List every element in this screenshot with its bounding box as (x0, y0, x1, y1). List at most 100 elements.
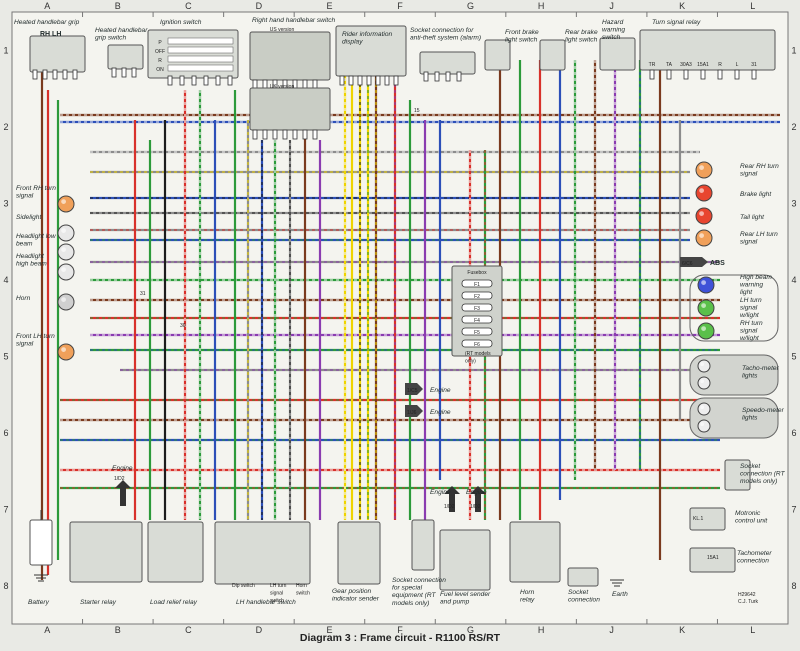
front-lh-turn-lamp-shine (61, 347, 66, 352)
grid-row-left: 8 (3, 581, 8, 591)
grid-row-right: 1 (791, 45, 796, 55)
grid-col-top: G (467, 1, 474, 11)
headlight-high-lamp (57, 263, 75, 281)
engine-arrow-g7a (444, 486, 460, 512)
rear-lh-turn-lamp-shine (699, 233, 704, 239)
rider-display-terminal (375, 75, 381, 86)
turn-relay-terminal (666, 69, 672, 80)
lh-turn-warn-lamp (697, 299, 715, 317)
rider-display-terminal (357, 75, 363, 86)
label-left-lamp-4: Horn (16, 295, 31, 302)
lamps (57, 161, 779, 439)
grid-col-bottom: G (467, 625, 474, 635)
brake-lamp-shine (699, 188, 704, 194)
tacho-light-1-shine (700, 362, 704, 367)
heated-grip-switch-terminal (131, 67, 137, 78)
socket-alarm-terminal (434, 71, 440, 82)
headlight-low-lamp-shine (61, 247, 66, 253)
horn-lamp (57, 293, 75, 311)
rh-switch-uk-box (249, 87, 331, 131)
motronic-box (689, 507, 726, 531)
grid-col-bottom: E (326, 625, 332, 635)
lh-turn-warn-lamp-shine (701, 303, 706, 308)
socket-rt-box (724, 459, 751, 491)
socket-alarm-terminal (445, 71, 451, 82)
front-lh-turn-lamp (57, 343, 75, 361)
fuse-label-F4: F4 (474, 318, 480, 324)
engine-ref-1/J6: 1/J6 (407, 410, 417, 416)
heated-grip-terminal (32, 69, 38, 80)
grid-row-left: 6 (3, 428, 8, 438)
label-load-relief: Load relief relay (150, 599, 198, 606)
grid-col-bottom: F (397, 625, 403, 635)
label-rh-us: US version (270, 27, 295, 33)
label-fusebox: Fusebox (467, 270, 487, 276)
lh-switch-box (214, 521, 311, 585)
heated-grip-switch-box (107, 44, 144, 70)
turn-relay-pin-label: TR (649, 62, 656, 68)
fuse-label-F2: F2 (474, 294, 480, 300)
label-engine-ref-g7a: 1/D2 (444, 504, 455, 510)
tacho-lights-panel (689, 354, 779, 396)
rider-display-terminal (348, 75, 354, 86)
label-node-31: 31 (140, 291, 146, 297)
fuse-label-F6: F6 (474, 342, 480, 348)
grid-col-top: J (609, 1, 614, 11)
ignition-position-bar (167, 37, 234, 45)
tacho-light-1 (697, 359, 711, 373)
ignition-position-bar (167, 46, 234, 54)
turn-relay-pin-label: TA (666, 62, 673, 68)
grid-row-right: 7 (791, 504, 796, 514)
ignition-switch-terminal (167, 75, 173, 86)
label-lh-switch: LH handlebar switch (236, 599, 296, 606)
turn-relay-terminal (700, 69, 706, 80)
brake-lamp (695, 184, 713, 202)
rh-switch-uk-terminal (312, 129, 318, 140)
label-node-15: 15 (414, 108, 420, 114)
fuse-label-F3: F3 (474, 306, 480, 312)
grid-col-bottom: C (185, 625, 192, 635)
sidelight-lamp-shine (61, 228, 66, 234)
label-engine-b7: Engine (112, 465, 133, 472)
label-rh-switch: Right hand handlebar switch (252, 17, 336, 24)
engine-ref-1/C5: 1/C5 (407, 388, 418, 394)
speedo-light-2-shine (700, 422, 704, 427)
rh-switch-uk-terminal (282, 129, 288, 140)
ignition-position-bar (167, 55, 234, 63)
grid-row-right: 8 (791, 581, 796, 591)
turn-relay-terminal (734, 69, 740, 80)
label-left-lamp-1: Sidelight (16, 214, 42, 221)
tacho-light-2 (697, 376, 711, 390)
grid-col-top: F (397, 1, 403, 11)
label-15a1: 15A1 (707, 555, 719, 561)
label-abs-ref: 6/C6 (682, 261, 693, 267)
label-battery: Battery (28, 599, 50, 606)
battery-box (29, 519, 53, 566)
label-heated-grip: Heated handlebar grip (14, 19, 80, 26)
grid-col-top: H (538, 1, 545, 11)
grid-row-left: 2 (3, 122, 8, 132)
grid-row-left: 7 (3, 504, 8, 514)
heated-grip-terminal (52, 69, 58, 80)
engine-arrow-j6 (405, 405, 423, 417)
warning-panel (689, 274, 779, 342)
grid-col-top: D (256, 1, 263, 11)
rh-switch-uk-terminal (302, 129, 308, 140)
speedo-light-2 (697, 419, 711, 433)
heated-grip-terminal (42, 69, 48, 80)
high-beam-warn-lamp (697, 276, 715, 294)
